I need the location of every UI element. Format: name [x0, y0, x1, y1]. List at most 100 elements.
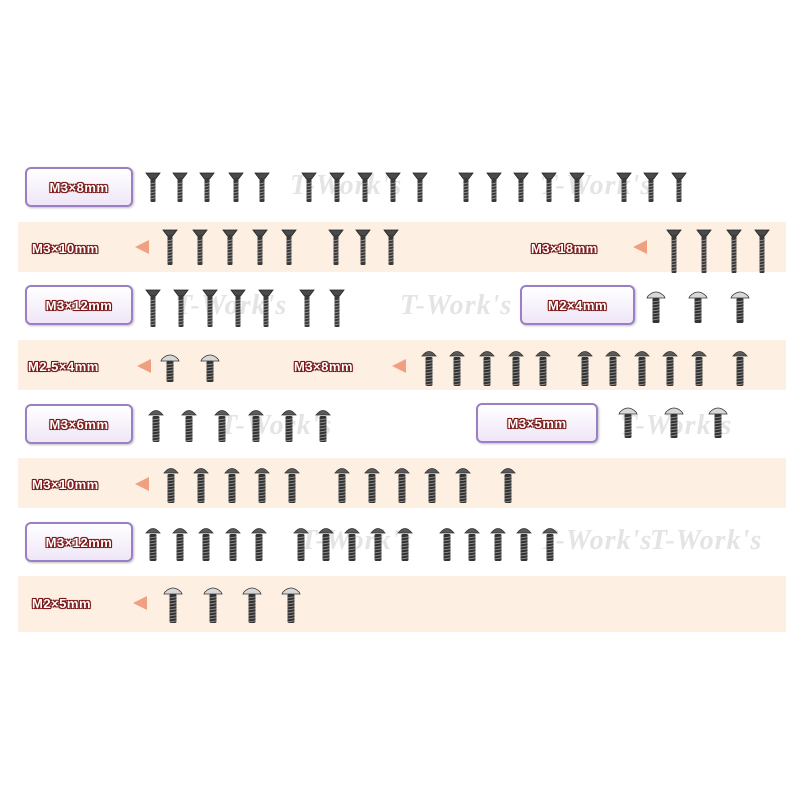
- button-head-screw-icon: [318, 528, 334, 561]
- size-label-m2x5: M2×5mm: [32, 583, 132, 623]
- arrow-left-icon: [135, 240, 149, 254]
- arrow-left-icon: [135, 477, 149, 491]
- watermark: T-Work's: [400, 290, 513, 321]
- button-head-screw-icon: [225, 528, 241, 561]
- watermark: T-Work's: [650, 525, 763, 556]
- countersunk-screw-icon: [486, 172, 502, 202]
- countersunk-screw-icon: [357, 172, 373, 202]
- button-head-screw-icon: [479, 351, 495, 386]
- size-label-text: M3×10mm: [32, 476, 99, 492]
- arrow-left-icon: [392, 359, 406, 373]
- countersunk-screw-icon: [230, 289, 246, 327]
- countersunk-screw-icon: [199, 172, 215, 202]
- size-label-m3x6: M3×6mm: [25, 404, 133, 444]
- size-label-text: M2×4mm: [548, 297, 607, 313]
- countersunk-screw-icon: [222, 229, 238, 265]
- button-head-screw-icon: [424, 468, 440, 503]
- countersunk-screw-icon: [329, 172, 345, 202]
- button-head-screw-icon: [439, 528, 455, 561]
- size-label-text: M3×10mm: [32, 240, 99, 256]
- button-head-screw-icon: [181, 410, 197, 442]
- button-head-screw-icon: [248, 410, 264, 442]
- countersunk-screw-icon: [145, 289, 161, 327]
- button-head-screw-icon: [605, 351, 621, 386]
- countersunk-screw-icon: [252, 229, 268, 265]
- button-head-screw-icon: [214, 410, 230, 442]
- size-label-text: M3×8mm: [49, 179, 109, 195]
- size-label-text: M3×8mm: [294, 358, 353, 374]
- flanged-screw-icon: [203, 587, 223, 623]
- button-head-screw-icon: [334, 468, 350, 503]
- button-head-screw-icon: [370, 528, 386, 561]
- size-label-m3x18: M3×18mm: [531, 228, 631, 268]
- arrow-left-icon: [633, 240, 647, 254]
- watermark: T-Work's: [220, 410, 333, 441]
- button-head-screw-icon: [198, 528, 214, 561]
- countersunk-screw-icon: [513, 172, 529, 202]
- countersunk-screw-icon: [328, 229, 344, 265]
- button-head-screw-icon: [397, 528, 413, 561]
- size-label-m3x8-flanged: M3×8mm: [294, 346, 394, 386]
- size-label-m3x12: M3×12mm: [25, 285, 133, 325]
- button-head-screw-icon: [394, 468, 410, 503]
- size-label-text: M3×12mm: [45, 297, 113, 313]
- button-head-screw-icon: [662, 351, 678, 386]
- countersunk-screw-icon: [329, 289, 345, 327]
- countersunk-screw-icon: [145, 172, 161, 202]
- countersunk-screw-icon: [162, 229, 178, 265]
- button-head-screw-icon: [535, 351, 551, 386]
- arrow-left-icon: [137, 359, 151, 373]
- flanged-screw-icon: [646, 291, 666, 323]
- button-head-screw-icon: [732, 351, 748, 386]
- countersunk-screw-icon: [202, 289, 218, 327]
- flanged-screw-icon: [708, 407, 728, 438]
- flanged-screw-icon: [688, 291, 708, 323]
- button-head-screw-icon: [254, 468, 270, 503]
- button-head-screw-icon: [634, 351, 650, 386]
- flanged-screw-icon: [281, 587, 301, 623]
- countersunk-screw-icon: [666, 229, 682, 273]
- countersunk-screw-icon: [172, 172, 188, 202]
- countersunk-screw-icon: [173, 289, 189, 327]
- button-head-screw-icon: [421, 351, 437, 386]
- size-label-m3x10: M3×10mm: [32, 228, 132, 268]
- size-label-text: M3×6mm: [49, 416, 109, 432]
- countersunk-screw-icon: [228, 172, 244, 202]
- countersunk-screw-icon: [541, 172, 557, 202]
- flanged-screw-icon: [664, 407, 684, 438]
- flanged-screw-icon: [242, 587, 262, 623]
- countersunk-screw-icon: [258, 289, 274, 327]
- countersunk-screw-icon: [643, 172, 659, 202]
- button-head-screw-icon: [163, 468, 179, 503]
- countersunk-screw-icon: [192, 229, 208, 265]
- flanged-screw-icon: [200, 354, 220, 382]
- size-label-text: M2.5×4mm: [28, 358, 99, 374]
- button-head-screw-icon: [449, 351, 465, 386]
- button-head-screw-icon: [691, 351, 707, 386]
- countersunk-screw-icon: [754, 229, 770, 273]
- flanged-screw-icon: [163, 587, 183, 623]
- size-label-text: M2×5mm: [32, 595, 91, 611]
- size-label-m3x12-button: M3×12mm: [25, 522, 133, 562]
- button-head-screw-icon: [577, 351, 593, 386]
- size-label-text: M3×5mm: [507, 415, 567, 431]
- watermark: T-Work's: [540, 170, 653, 201]
- size-label-m2-5x4: M2.5×4mm: [28, 346, 138, 386]
- button-head-screw-icon: [490, 528, 506, 561]
- countersunk-screw-icon: [254, 172, 270, 202]
- size-label-m3x8: M3×8mm: [25, 167, 133, 207]
- size-label-m3x5: M3×5mm: [476, 403, 598, 443]
- countersunk-screw-icon: [671, 172, 687, 202]
- size-label-text: M3×18mm: [531, 240, 598, 256]
- flanged-screw-icon: [618, 407, 638, 438]
- countersunk-screw-icon: [616, 172, 632, 202]
- countersunk-screw-icon: [385, 172, 401, 202]
- countersunk-screw-icon: [726, 229, 742, 273]
- countersunk-screw-icon: [696, 229, 712, 273]
- button-head-screw-icon: [542, 528, 558, 561]
- button-head-screw-icon: [284, 468, 300, 503]
- countersunk-screw-icon: [301, 172, 317, 202]
- button-head-screw-icon: [251, 528, 267, 561]
- button-head-screw-icon: [281, 410, 297, 442]
- button-head-screw-icon: [315, 410, 331, 442]
